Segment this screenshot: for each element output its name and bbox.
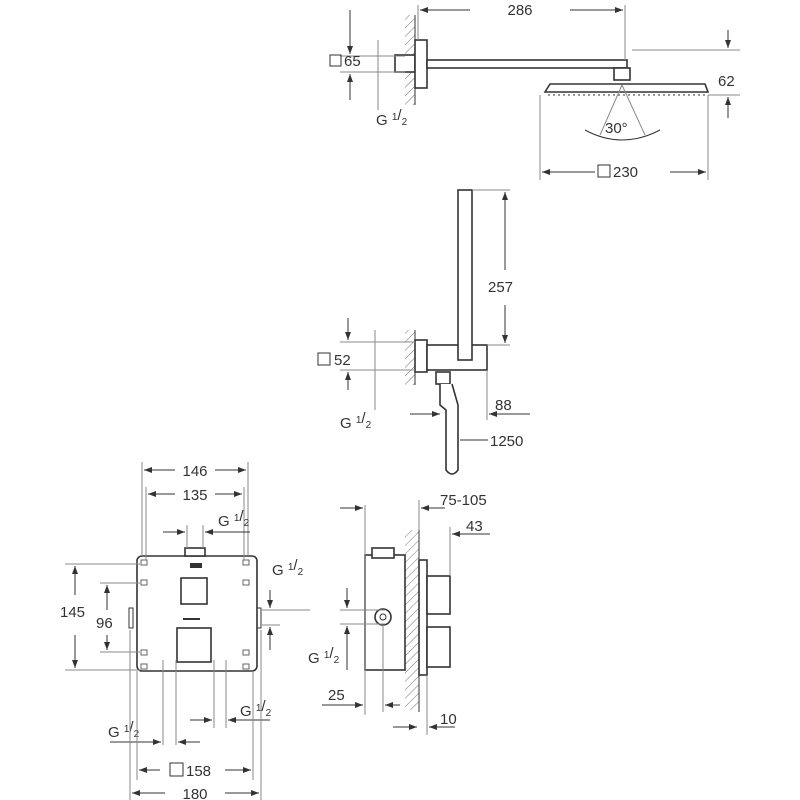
dim-plate-size: 158: [186, 763, 211, 780]
square-icon: [169, 762, 184, 777]
head-shower-view: 286 65 G 1/2 62 30° 230: [329, 2, 740, 181]
hand-shower-view: 257 52 G 1/2 88 1250: [317, 189, 530, 475]
mixer-side-view: 75-105 43 G 1/2 25 10: [308, 492, 490, 735]
shower-head: [543, 83, 710, 93]
dim-flange-size: 65: [344, 53, 361, 70]
dim-total-width: 180: [182, 786, 207, 800]
diverter-handle: [426, 575, 451, 615]
thermostat-handle: [426, 626, 451, 668]
square-icon: [597, 164, 611, 178]
dim-holder-size: 52: [334, 352, 351, 369]
dim-shower-length: 257: [488, 279, 513, 296]
dim-tilt-angle: 30°: [605, 120, 628, 137]
dim-height: 145: [60, 604, 85, 621]
wall-flange: [394, 54, 416, 73]
dim-install-depth: 75-105: [440, 492, 487, 509]
dim-holder-projection: 88: [495, 397, 512, 414]
mixer-front-view: 146 135 G 1/2 145 96 G 1/2 G 1/2 G 1/2: [60, 462, 310, 800]
dim-inlet-offset: 25: [328, 687, 345, 704]
thread-label: G 1/2: [340, 410, 372, 432]
dim-hose-length: 1250: [490, 433, 523, 450]
thread-label: G 1/2: [108, 719, 140, 741]
dim-handle-projection: 43: [466, 518, 483, 535]
dim-outer-width: 146: [182, 463, 207, 480]
thread-label: G 1/2: [218, 508, 250, 530]
thermostat-button: [176, 627, 212, 663]
dim-head-height: 62: [718, 73, 735, 90]
shower-arm: [426, 59, 628, 69]
wall-outlet: [414, 339, 428, 373]
shower-holder: [426, 344, 488, 371]
inlet-connection: [374, 608, 392, 626]
dim-arm-length: 286: [507, 2, 532, 19]
dim-head-size: 230: [613, 164, 638, 181]
dim-fixing-spacing: 96: [96, 615, 113, 632]
cover-plate: [418, 559, 428, 676]
diverter-button: [180, 577, 208, 605]
shower-hose: [439, 383, 459, 475]
dim-inner-width: 135: [182, 487, 207, 504]
thread-label: G 1/2: [308, 645, 340, 667]
thread-label: G 1/2: [240, 698, 272, 720]
thread-label: G 1/2: [376, 107, 408, 129]
square-icon: [329, 54, 342, 67]
dim-plate-thickness: 10: [440, 711, 457, 728]
square-icon: [317, 352, 331, 366]
thread-label: G 1/2: [272, 557, 304, 579]
hand-shower: [457, 189, 473, 361]
